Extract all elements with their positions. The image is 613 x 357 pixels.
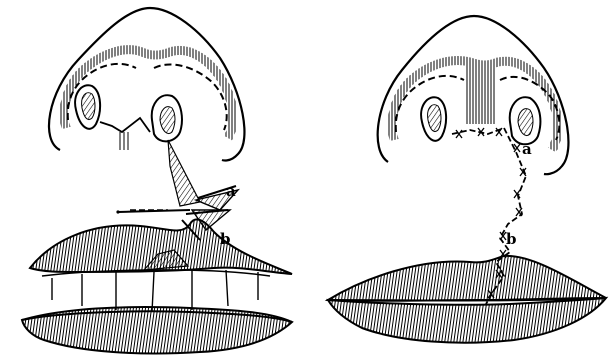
right-panel: a b <box>310 0 613 357</box>
left-panel: a b <box>0 0 310 357</box>
nasal-floor-wedge <box>168 140 200 206</box>
columella-line <box>100 118 150 132</box>
septum-hatch <box>466 64 496 124</box>
right-drawing: a b <box>310 0 613 357</box>
label-b-right: b <box>506 230 517 248</box>
label-a-right: a <box>522 140 532 158</box>
left-drawing: a b <box>0 0 310 357</box>
label-a-left: a <box>226 182 236 200</box>
teeth <box>52 270 258 312</box>
lower-lip <box>328 298 606 343</box>
label-b-left: b <box>220 230 231 248</box>
upper-lip <box>328 256 606 301</box>
